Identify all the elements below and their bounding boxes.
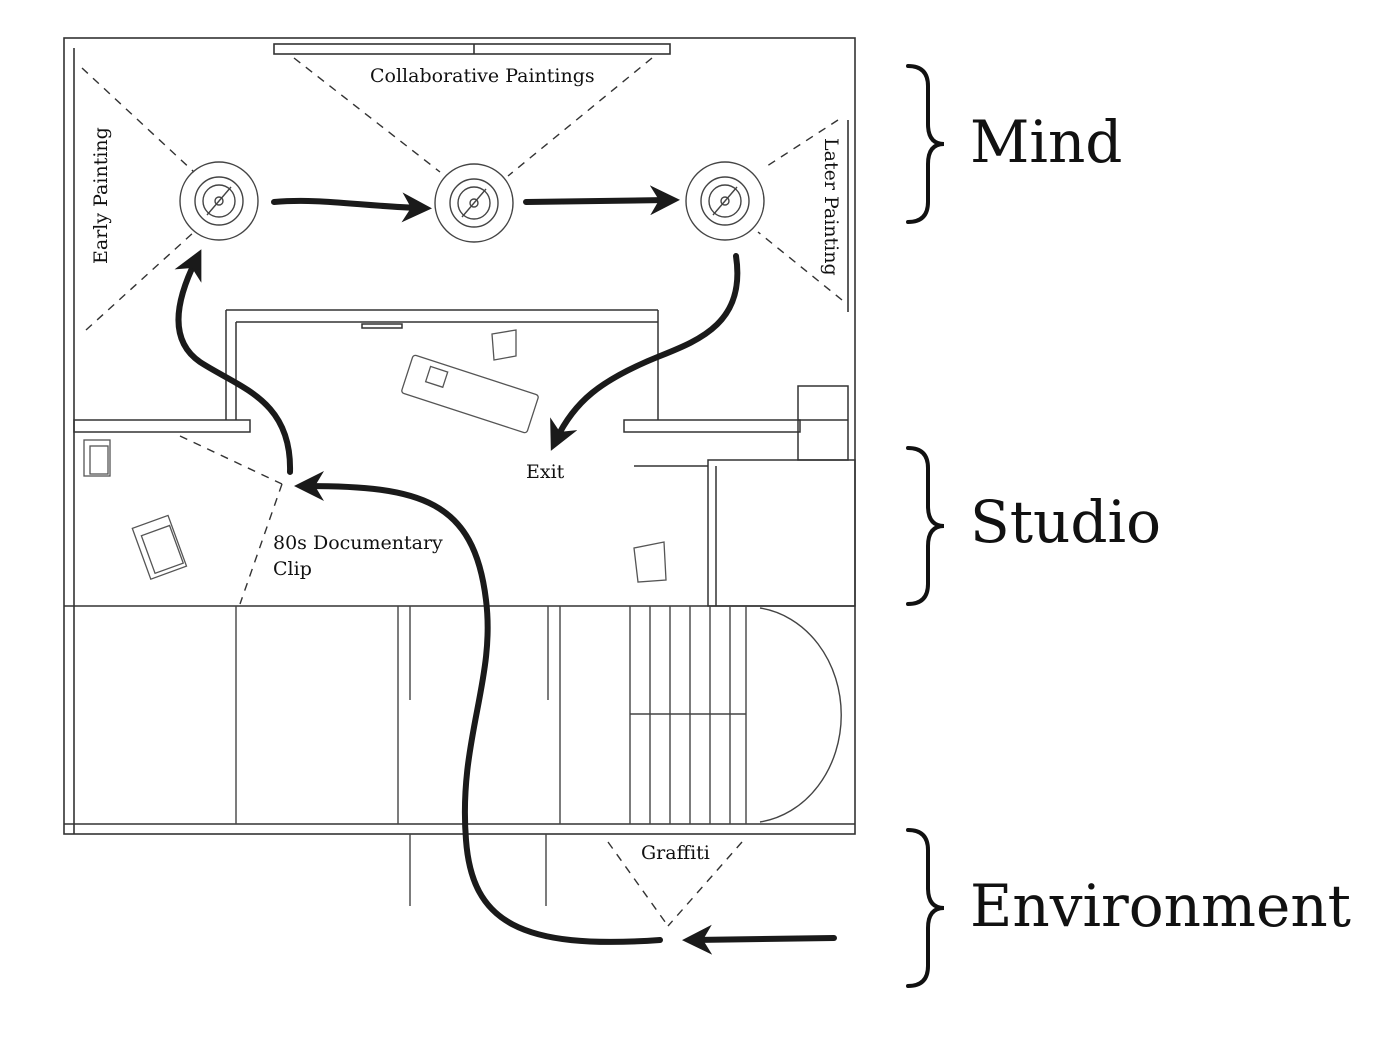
section-label-studio: Studio	[970, 488, 1161, 556]
arrow-path-main	[294, 471, 663, 945]
arrow-to-collaborative	[271, 192, 432, 223]
brace-mind	[906, 64, 945, 224]
display-station-later	[685, 161, 765, 241]
label-documentary-line1: 80s Documentary	[273, 532, 443, 554]
environment-structures	[235, 606, 842, 906]
arrow-entry	[682, 924, 837, 955]
label-later-painting: Later Painting	[820, 138, 842, 276]
label-early-painting: Early Painting	[90, 127, 112, 264]
brace-studio	[906, 446, 945, 606]
label-documentary-line2: Clip	[273, 558, 312, 580]
arrow-to-exit	[550, 253, 741, 451]
studio-walls	[73, 309, 856, 607]
section-label-mind: Mind	[970, 108, 1123, 176]
section-label-environment: Environment	[970, 872, 1351, 940]
display-station-early	[179, 161, 259, 241]
viewing-cones	[81, 57, 843, 927]
label-exit: Exit	[526, 461, 565, 483]
arrow-to-later	[523, 185, 680, 216]
label-documentary: 80s Documentary Clip	[273, 530, 443, 582]
studio-furniture	[83, 329, 667, 583]
visitor-path	[174, 185, 837, 955]
label-graffiti: Graffiti	[641, 842, 710, 864]
display-station-collaborative	[434, 163, 514, 243]
section-braces	[906, 64, 945, 988]
brace-environment	[906, 828, 945, 988]
label-collaborative-paintings: Collaborative Paintings	[370, 65, 595, 87]
arrow-to-early	[174, 249, 294, 475]
